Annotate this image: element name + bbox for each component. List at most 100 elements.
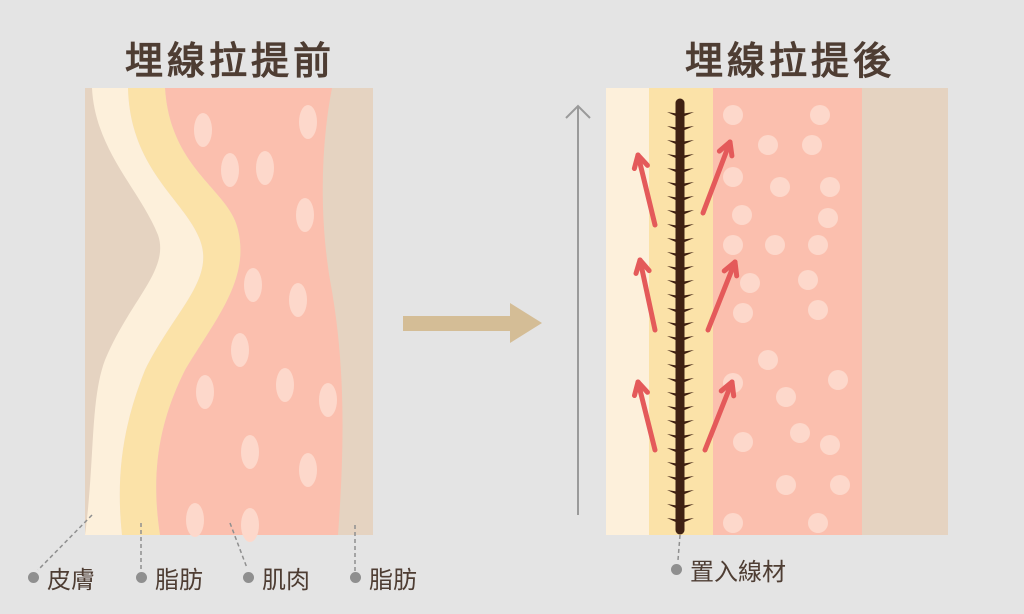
lift-direction-arrow [565, 104, 591, 515]
fat-cell [798, 270, 818, 290]
label-dot [136, 572, 147, 583]
label-text: 脂肪 [369, 566, 417, 594]
fat-cell [758, 135, 778, 155]
label-text: 皮膚 [47, 566, 95, 594]
barb [667, 448, 680, 454]
barb [667, 182, 680, 188]
fat-cell [820, 435, 840, 455]
barb [680, 196, 694, 202]
barb [680, 504, 694, 510]
lift-arrow [633, 257, 658, 333]
label-skin: 皮膚 [28, 560, 95, 595]
barb [667, 126, 680, 132]
barb [667, 420, 680, 426]
barb [680, 448, 694, 454]
lift-arrow [631, 152, 658, 228]
lift-arrow [705, 259, 740, 333]
barb [680, 350, 694, 356]
barb [680, 266, 694, 272]
barb [667, 140, 680, 146]
before-fat-layer [119, 88, 241, 535]
barb [680, 322, 694, 328]
barb [667, 490, 680, 496]
fat-cell [299, 105, 317, 139]
barb [667, 112, 680, 118]
fat-cell [723, 513, 743, 533]
label-text: 肌肉 [262, 566, 310, 594]
fat-cell [723, 105, 743, 125]
fat-cell [758, 350, 778, 370]
barb [680, 308, 694, 314]
barb [667, 504, 680, 510]
fat-cell [296, 198, 314, 232]
fat-cell [740, 273, 760, 293]
transition-arrow [403, 303, 542, 343]
before-panel [85, 88, 373, 542]
barb [667, 266, 680, 272]
barb [680, 420, 694, 426]
fat-cell [818, 208, 838, 228]
fat-cell [802, 135, 822, 155]
barb [667, 280, 680, 286]
label-text: 置入線材 [690, 558, 786, 586]
fat-cell [732, 205, 752, 225]
barb [667, 476, 680, 482]
barb [667, 350, 680, 356]
label-dot [28, 572, 39, 583]
fat-cell [194, 113, 212, 147]
barb [667, 294, 680, 300]
barb [680, 238, 694, 244]
label-text: 脂肪 [155, 566, 203, 594]
after-deep-fat-layer [862, 88, 948, 535]
before-title: 埋線拉提前 [124, 39, 335, 83]
fat-cell [828, 370, 848, 390]
label-dot [243, 572, 254, 583]
after-skin-layer [606, 88, 649, 535]
fat-cell [319, 383, 337, 417]
fat-cell [808, 300, 828, 320]
lift-arrow [702, 379, 737, 453]
barb [680, 378, 694, 384]
fat-cell [221, 153, 239, 187]
barb [680, 364, 694, 370]
barb [680, 518, 694, 524]
barb [667, 462, 680, 468]
barb [667, 518, 680, 524]
fat-cell [231, 333, 249, 367]
fat-cell [808, 235, 828, 255]
after-panel [606, 88, 948, 535]
fat-cell [299, 453, 317, 487]
lift-arrow [631, 379, 658, 453]
barb [667, 154, 680, 160]
barb [680, 126, 694, 132]
barb [680, 224, 694, 230]
barb [667, 168, 680, 174]
barb [680, 210, 694, 216]
label-thread: 置入線材 [671, 552, 786, 587]
barb [667, 322, 680, 328]
barb [680, 168, 694, 174]
fat-cell [241, 435, 259, 469]
fat-cell [790, 423, 810, 443]
lift-arrow [700, 139, 735, 216]
fat-cell [770, 177, 790, 197]
fat-cell [244, 268, 262, 302]
fat-cell [276, 368, 294, 402]
barbed-thread [667, 98, 694, 535]
barb [667, 196, 680, 202]
label-deep-fat: 脂肪 [350, 560, 417, 595]
fat-cell [733, 303, 753, 323]
barb [667, 406, 680, 412]
fat-cell [765, 235, 785, 255]
barb [680, 462, 694, 468]
fat-cell [241, 508, 259, 542]
barb [680, 434, 694, 440]
fat-cell [830, 475, 850, 495]
barb [680, 140, 694, 146]
barb [667, 378, 680, 384]
barb [667, 392, 680, 398]
after-title: 埋線拉提後 [684, 39, 895, 83]
barb [680, 112, 694, 118]
fat-cell [776, 387, 796, 407]
barb [667, 210, 680, 216]
